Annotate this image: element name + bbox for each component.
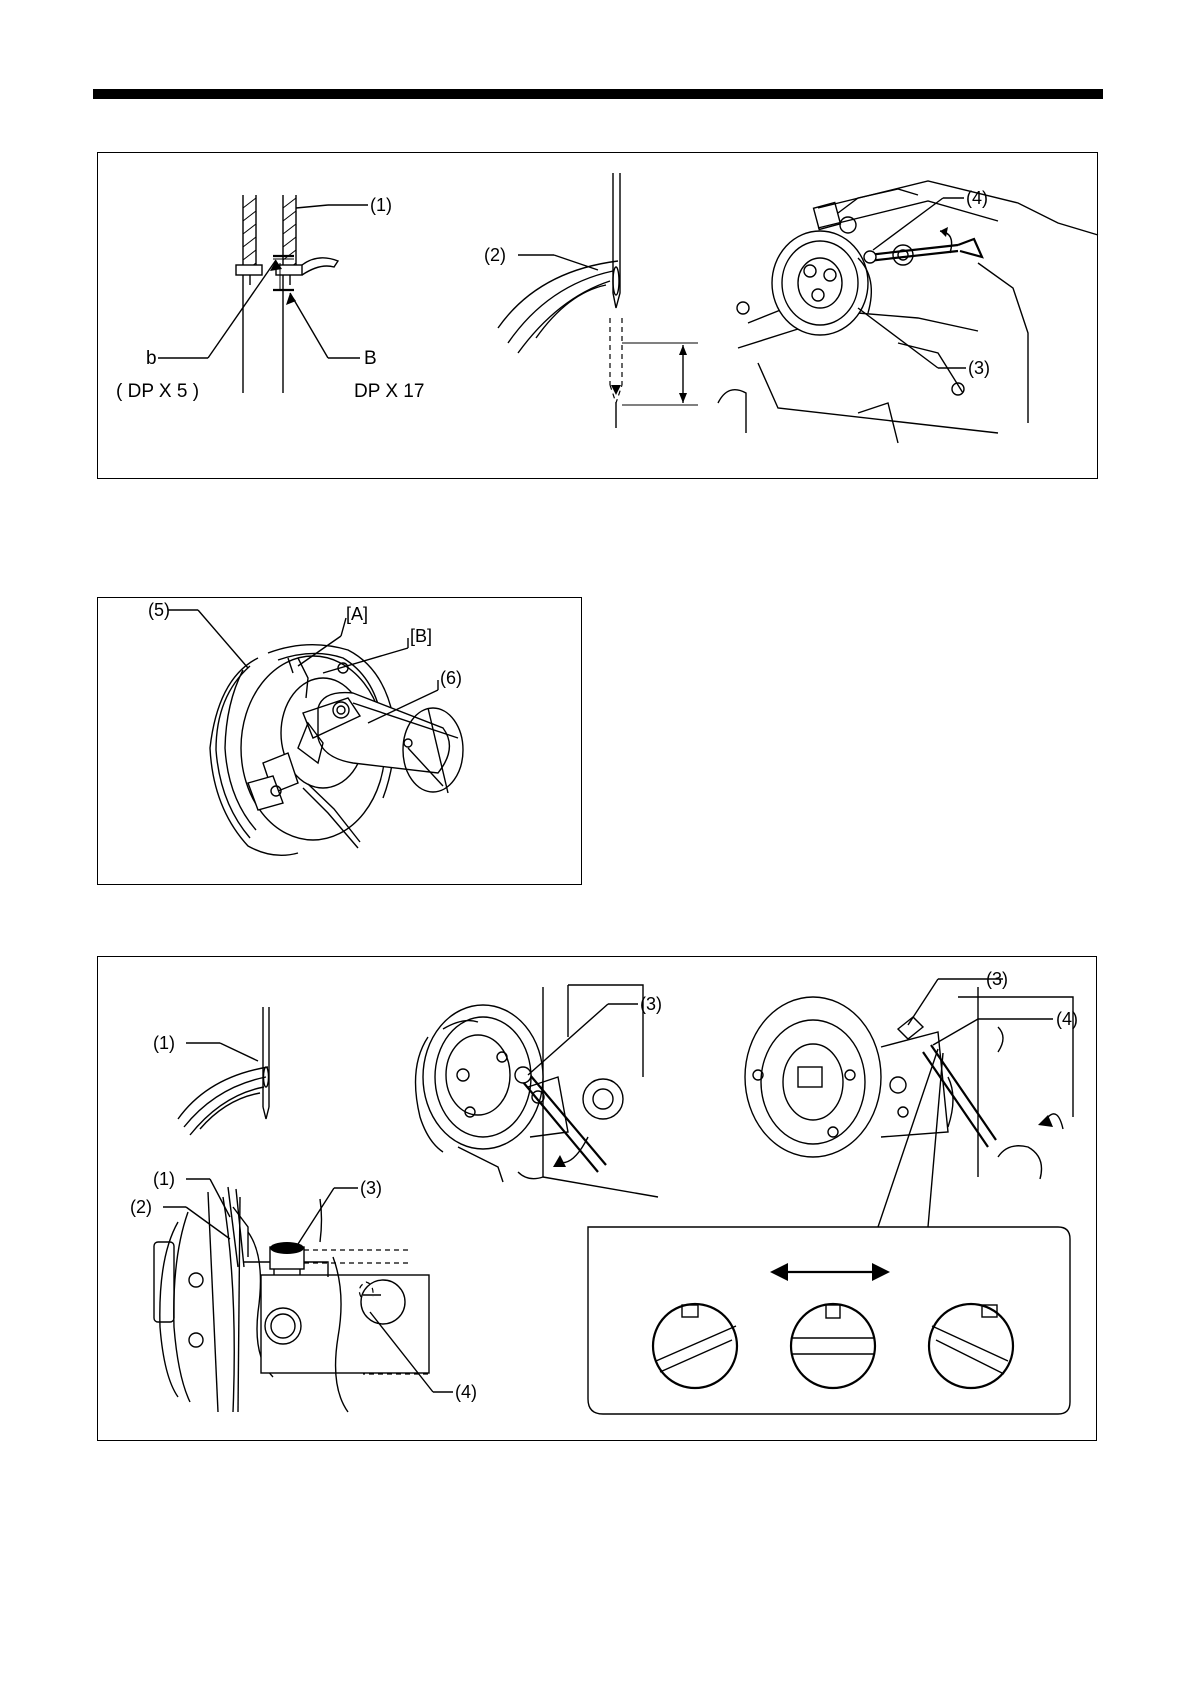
set-screw-label: (4) (966, 188, 988, 208)
needle-label: (1) (370, 195, 392, 215)
hook-side-view-diagram (154, 1179, 453, 1412)
hook-eccentric-screw-diagram (745, 979, 1073, 1227)
mark-b-label: b (146, 348, 157, 369)
mark-B-label: B (364, 348, 377, 369)
rotary-hook-drawing (168, 610, 463, 855)
figure-panel-needle-hook-timing: (1) b B ( DP X 5 ) DP X 17 (97, 152, 1098, 479)
needle-type-dpx5: ( DP X 5 ) (116, 381, 199, 402)
point-B-label: [B] (410, 626, 432, 646)
hook-screwdriver-diagram (416, 985, 659, 1197)
hook-point-label-side: (2) (130, 1197, 152, 1217)
rotary-hook-label: (3) (968, 358, 990, 378)
needle-bar-diagram (158, 195, 368, 393)
hook-adjustment-illustration: (1) (98, 957, 1098, 1442)
needle-label-small: (1) (153, 1033, 175, 1053)
needle-label-side: (1) (153, 1169, 175, 1189)
point-A-label: [A] (346, 604, 368, 624)
needle-type-dpx17: DP X 17 (354, 381, 424, 402)
header-rule (93, 89, 1103, 99)
eccentric-position-callout (588, 1227, 1070, 1414)
eccentric-screw-label-right: (4) (1056, 1009, 1078, 1029)
hook-point-label: (2) (484, 245, 506, 265)
hook-shaft-label: (6) (440, 668, 462, 688)
figure-panel-hook-assembly: (5) [A] [B] (6) (97, 597, 582, 885)
collar-screw-label-middle: (3) (640, 994, 662, 1014)
figure-panel-hook-adjustment: (1) (97, 956, 1097, 1441)
hook-point-diagram (498, 173, 698, 428)
hook-assembly-illustration: (5) [A] [B] (6) (98, 598, 583, 886)
collar-screw-label-right: (3) (986, 969, 1008, 989)
collar-screw-label-side: (3) (360, 1178, 382, 1198)
hook-screw-machine-diagram (718, 181, 1098, 443)
eccentric-screw-label-side: (4) (455, 1382, 477, 1402)
bobbin-case-label: (5) (148, 600, 170, 620)
needle-hook-small-diagram (178, 1007, 269, 1135)
needle-hook-timing-illustration: (1) b B ( DP X 5 ) DP X 17 (98, 153, 1099, 480)
